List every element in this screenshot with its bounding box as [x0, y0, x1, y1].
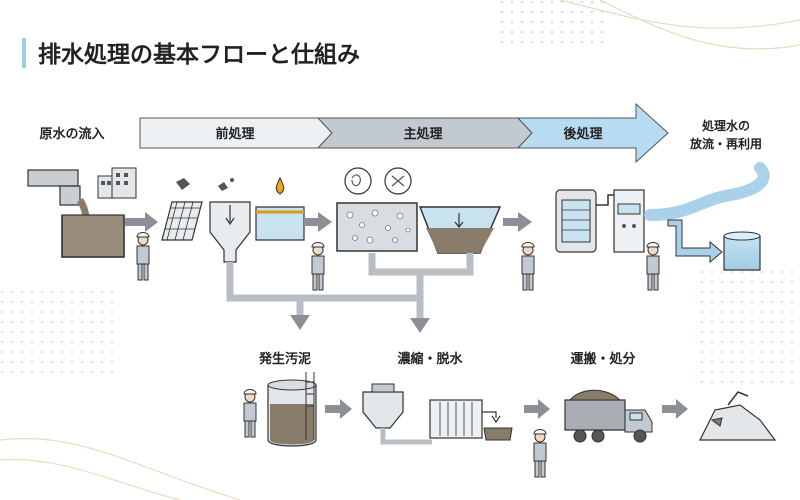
discharge-label-line1: 処理水の	[701, 118, 750, 133]
grit-chamber	[209, 201, 251, 263]
pre-treatment-label: 前処理	[215, 126, 254, 142]
raw-inflow-label: 原水の流入	[39, 126, 104, 142]
oil-drop-icon	[275, 176, 285, 195]
bubbles-icon	[346, 209, 411, 244]
workers	[136, 232, 660, 478]
oil-separator-tank	[255, 206, 305, 241]
banner-post-treatment	[516, 102, 669, 164]
disinfection-unit	[613, 189, 645, 253]
arrow-to-post	[503, 212, 532, 232]
stage-banner: 前処理 主処理 後処理	[139, 102, 669, 164]
disposal-site-illustration	[699, 391, 777, 441]
sludge-tank-illustration	[267, 372, 352, 447]
worker-icon	[521, 242, 535, 291]
main-treatment-illustration	[336, 167, 532, 254]
reuse-tank-icon	[723, 235, 761, 271]
main-treatment-label: 主処理	[403, 126, 442, 142]
building-icon	[97, 167, 137, 199]
post-treatment-label: 後処理	[563, 126, 602, 142]
sludge-cake-icon	[483, 427, 513, 441]
thickening-label: 濃縮・脱水	[397, 351, 463, 367]
sludge-pipes	[226, 253, 474, 320]
post-treatment-illustration	[555, 189, 645, 253]
aeration-tank	[336, 202, 418, 252]
river-icon	[644, 162, 770, 221]
arrow-down-to-sludge	[290, 315, 310, 330]
page-title: 排水処理の基本フローと仕組み	[38, 41, 360, 68]
sludge-label: 発生汚泥	[258, 351, 311, 367]
dewatering-illustration	[362, 383, 550, 445]
worker-icon	[243, 389, 257, 438]
debris-icon	[176, 178, 234, 191]
thickener-icon	[362, 391, 404, 429]
worker-icon	[646, 242, 660, 291]
screen-grid-icon	[161, 201, 203, 241]
arrow-to-main	[304, 212, 332, 232]
title-accent-bar	[22, 38, 26, 68]
microbe-icon	[344, 167, 372, 195]
reuse-arrow	[667, 219, 723, 264]
dump-truck-illustration	[564, 389, 688, 443]
discharge-illustration	[644, 162, 770, 271]
pre-treatment-illustration	[161, 176, 332, 263]
raw-water-intake-illustration	[27, 167, 158, 258]
arrow-to-screen	[125, 212, 158, 232]
worker-icon	[311, 242, 325, 291]
discharge-label-line2: 放流・再利用	[689, 136, 762, 151]
arrow-down-to-thickening	[410, 318, 430, 333]
worker-icon	[136, 232, 150, 281]
worker-icon	[533, 429, 547, 478]
disposal-label: 運搬・処分	[570, 351, 635, 367]
